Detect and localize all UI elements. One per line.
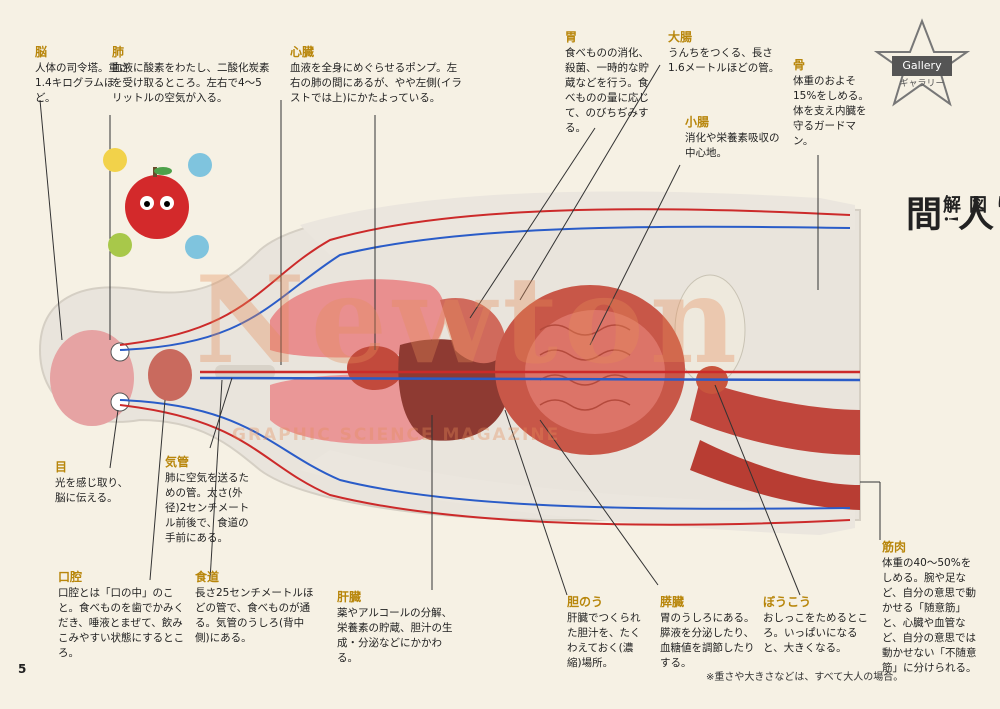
label-esophagus-title: 食道	[195, 570, 220, 584]
label-trachea-title: 気管	[165, 455, 190, 469]
label-large-intestine-title: 大腸	[668, 30, 693, 44]
label-trachea-text: 肺に空気を送るための管。太さ(外径)2センチメートル前後で、食道の手前にある。	[165, 472, 250, 544]
page-main-title: 皮膚だけとうめい人間	[900, 195, 994, 234]
page-subtitle: びっくり図解!	[940, 195, 1000, 225]
label-heart: 心臓 血液を全身にめぐらせるポンプ。左右の肺の間にあるが、やや左側(イラストでは…	[290, 45, 465, 106]
gallery-badge: Gallery ギャラリー	[872, 18, 972, 108]
label-bladder-text: おしっこをためるところ。いっぱいになると、大きくなる。	[763, 612, 868, 654]
mouth-shape	[148, 349, 192, 401]
footnote: ※重さや大きさなどは、すべて大人の場合。	[706, 672, 904, 683]
arm-lower	[300, 450, 855, 535]
label-muscle-title: 筋肉	[882, 540, 907, 554]
label-lung: 肺 血液に酸素をわたし、二酸化炭素を受け取るところ。左右で4～5リットルの空気が…	[112, 45, 272, 106]
label-large-intestine: 大腸 うんちをつくる、長さ1.6メートルほどの管。	[668, 30, 783, 76]
label-pancreas-text: 胃のうしろにある。膵液を分泌したり、血糖値を調節したりする。	[660, 612, 755, 669]
gallery-kana: ギャラリー	[899, 79, 945, 89]
label-pancreas: 膵臓 胃のうしろにある。膵液を分泌したり、血糖値を調節したりする。	[660, 595, 755, 671]
label-heart-title: 心臓	[290, 45, 315, 59]
label-eye: 目 光を感じ取り、脳に伝える。	[55, 460, 135, 506]
arm-upper	[300, 191, 855, 255]
label-bone-text: 体重のおよそ15%をしめる。体を支え内臓を守るガードマン。	[793, 75, 869, 147]
label-gallbladder-title: 胆のう	[567, 595, 604, 609]
label-small-intestine-text: 消化や栄養素吸収の中心地。	[685, 132, 780, 159]
label-bone: 骨 体重のおよそ15%をしめる。体を支え内臓を守るガードマン。	[793, 58, 875, 149]
label-brain: 脳 人体の司令塔。重さ1.4キログラムほど。	[35, 45, 130, 106]
watermark-tagline: GRAPHIC SCIENCE MAGAZINE	[232, 425, 561, 445]
label-pancreas-title: 膵臓	[660, 595, 685, 609]
label-mouth-text: 口腔とは「口の中」のこと。食べものを歯でかみくだき、唾液とまぜて、飲みこみやすい…	[58, 587, 185, 659]
label-trachea: 気管 肺に空気を送るための管。太さ(外径)2センチメートル前後で、食道の手前にあ…	[165, 455, 255, 546]
watermark-logo: Newton	[195, 250, 744, 391]
leg-muscle-upper	[690, 380, 860, 455]
label-mouth: 口腔 口腔とは「口の中」のこと。食べものを歯でかみくだき、唾液とまぜて、飲みこみ…	[58, 570, 188, 661]
label-muscle-text: 体重の40～50%をしめる。腕や足など、自分の意思で動かせる「随意筋」と、心臓や…	[882, 557, 977, 674]
label-liver-text: 薬やアルコールの分解、栄養素の貯蔵、胆汁の生成・分泌などにかかわる。	[337, 607, 453, 664]
label-lung-title: 肺	[112, 45, 125, 59]
fruit-mascot-illustration	[103, 148, 212, 259]
label-bladder: ぼうこう おしっこをためるところ。いっぱいになると、大きくなる。	[763, 595, 868, 656]
label-muscle: 筋肉 体重の40～50%をしめる。腕や足など、自分の意思で動かせる「随意筋」と、…	[882, 540, 977, 676]
label-small-intestine-title: 小腸	[685, 115, 710, 129]
label-brain-title: 脳	[35, 45, 48, 59]
label-bone-title: 骨	[793, 58, 806, 72]
label-mouth-title: 口腔	[58, 570, 83, 584]
label-bladder-title: ぼうこう	[763, 595, 812, 609]
label-large-intestine-text: うんちをつくる、長さ1.6メートルほどの管。	[668, 47, 780, 74]
label-brain-text: 人体の司令塔。重さ1.4キログラムほど。	[35, 62, 130, 104]
gallery-label: Gallery	[892, 56, 952, 76]
label-stomach-text: 食べものの消化、殺菌、一時的な貯蔵などを行う。食べものの量に応じて、のびちぢみす…	[565, 47, 649, 134]
page-number: 5	[18, 662, 27, 676]
brain-shape	[50, 330, 134, 426]
label-small-intestine: 小腸 消化や栄養素吸収の中心地。	[685, 115, 785, 161]
leg-muscle-lower	[690, 440, 860, 510]
label-gallbladder-text: 肝臓でつくられた胆汁を、たくわえておく(濃縮)場所。	[567, 612, 641, 669]
eye-lower	[110, 392, 130, 412]
label-stomach-title: 胃	[565, 30, 578, 44]
label-stomach: 胃 食べものの消化、殺菌、一時的な貯蔵などを行う。食べものの量に応じて、のびちぢ…	[565, 30, 657, 136]
label-esophagus: 食道 長さ25センチメートルほどの管で、食べものが通る。気管のうしろ(背中側)に…	[195, 570, 315, 646]
label-lung-text: 血液に酸素をわたし、二酸化炭素を受け取るところ。左右で4～5リットルの空気が入る…	[112, 62, 270, 104]
label-liver-title: 肝臓	[337, 590, 362, 604]
label-eye-title: 目	[55, 460, 68, 474]
label-liver: 肝臓 薬やアルコールの分解、栄養素の貯蔵、胆汁の生成・分泌などにかかわる。	[337, 590, 462, 666]
star-icon	[873, 18, 971, 107]
label-gallbladder: 胆のう 肝臓でつくられた胆汁を、たくわえておく(濃縮)場所。	[567, 595, 647, 671]
label-heart-text: 血液を全身にめぐらせるポンプ。左右の肺の間にあるが、やや左側(イラストでは上)に…	[290, 62, 462, 104]
eye-upper	[110, 342, 130, 362]
label-esophagus-text: 長さ25センチメートルほどの管で、食べものが通る。気管のうしろ(背中側)にある。	[195, 587, 314, 644]
label-eye-text: 光を感じ取り、脳に伝える。	[55, 477, 129, 504]
